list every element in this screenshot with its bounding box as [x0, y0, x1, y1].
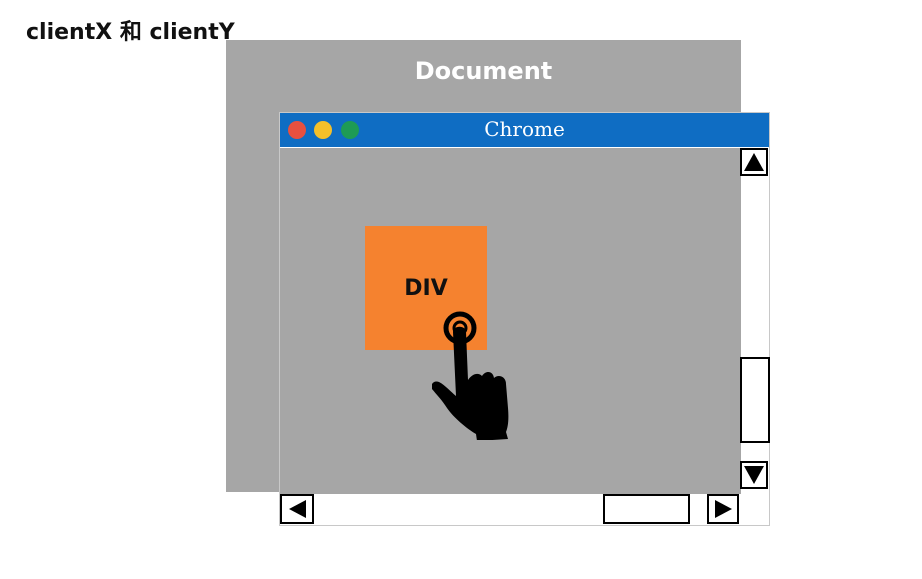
scroll-up-button[interactable]: [740, 148, 768, 176]
pointing-hand-icon: [432, 311, 509, 440]
triangle-left-icon: [289, 500, 306, 518]
div-label: DIV: [404, 276, 448, 301]
triangle-down-icon: [744, 466, 764, 484]
triangle-up-icon: [744, 153, 764, 171]
scroll-left-button[interactable]: [280, 494, 314, 524]
page-title: clientX 和 clientY: [26, 20, 235, 45]
maximize-dot-icon[interactable]: [341, 121, 359, 139]
document-label: Document: [414, 57, 553, 85]
scroll-right-button[interactable]: [707, 494, 739, 524]
browser-titlebar: Chrome: [280, 113, 769, 147]
vertical-scroll-thumb[interactable]: [740, 357, 770, 443]
horizontal-scroll-thumb[interactable]: [603, 494, 690, 524]
browser-title: Chrome: [484, 117, 565, 141]
triangle-right-icon: [715, 500, 732, 518]
browser-window: Chrome DIV: [279, 112, 770, 526]
browser-viewport: DIV: [280, 148, 741, 494]
minimize-dot-icon[interactable]: [314, 121, 332, 139]
scroll-down-button[interactable]: [740, 461, 768, 489]
close-dot-icon[interactable]: [288, 121, 306, 139]
